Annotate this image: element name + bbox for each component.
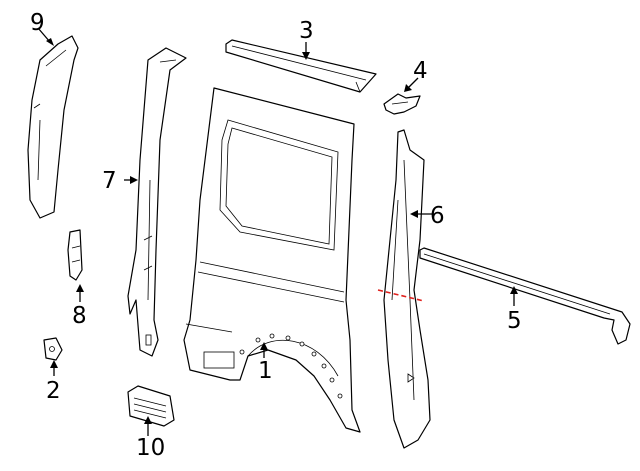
callout-2: 2 <box>46 378 61 404</box>
part-6-rear-pillar[interactable] <box>383 129 431 449</box>
part-1-side-panel[interactable] <box>183 87 361 433</box>
callout-8: 8 <box>72 303 87 329</box>
callout-6: 6 <box>430 203 445 229</box>
part-2-plate[interactable] <box>43 337 63 361</box>
leader-arrowheads <box>46 38 518 424</box>
callout-7: 7 <box>102 168 117 194</box>
callout-9: 9 <box>30 10 45 36</box>
callout-5: 5 <box>507 308 522 334</box>
callout-3: 3 <box>299 18 314 44</box>
part-4-bracket[interactable] <box>383 93 421 115</box>
part-5-rail-strip[interactable] <box>419 247 631 345</box>
part-8-bracket[interactable] <box>67 229 83 281</box>
part-10-vent-grille[interactable] <box>127 385 175 427</box>
callout-4: 4 <box>413 58 428 84</box>
callout-1: 1 <box>258 358 273 384</box>
part-9-pillar-trim[interactable] <box>27 35 79 219</box>
part-7-pillar-reinforcement[interactable] <box>127 47 187 357</box>
part-3-roof-rail[interactable] <box>225 39 377 93</box>
wheel-arch-holes <box>239 333 343 399</box>
callout-10: 10 <box>136 435 165 461</box>
